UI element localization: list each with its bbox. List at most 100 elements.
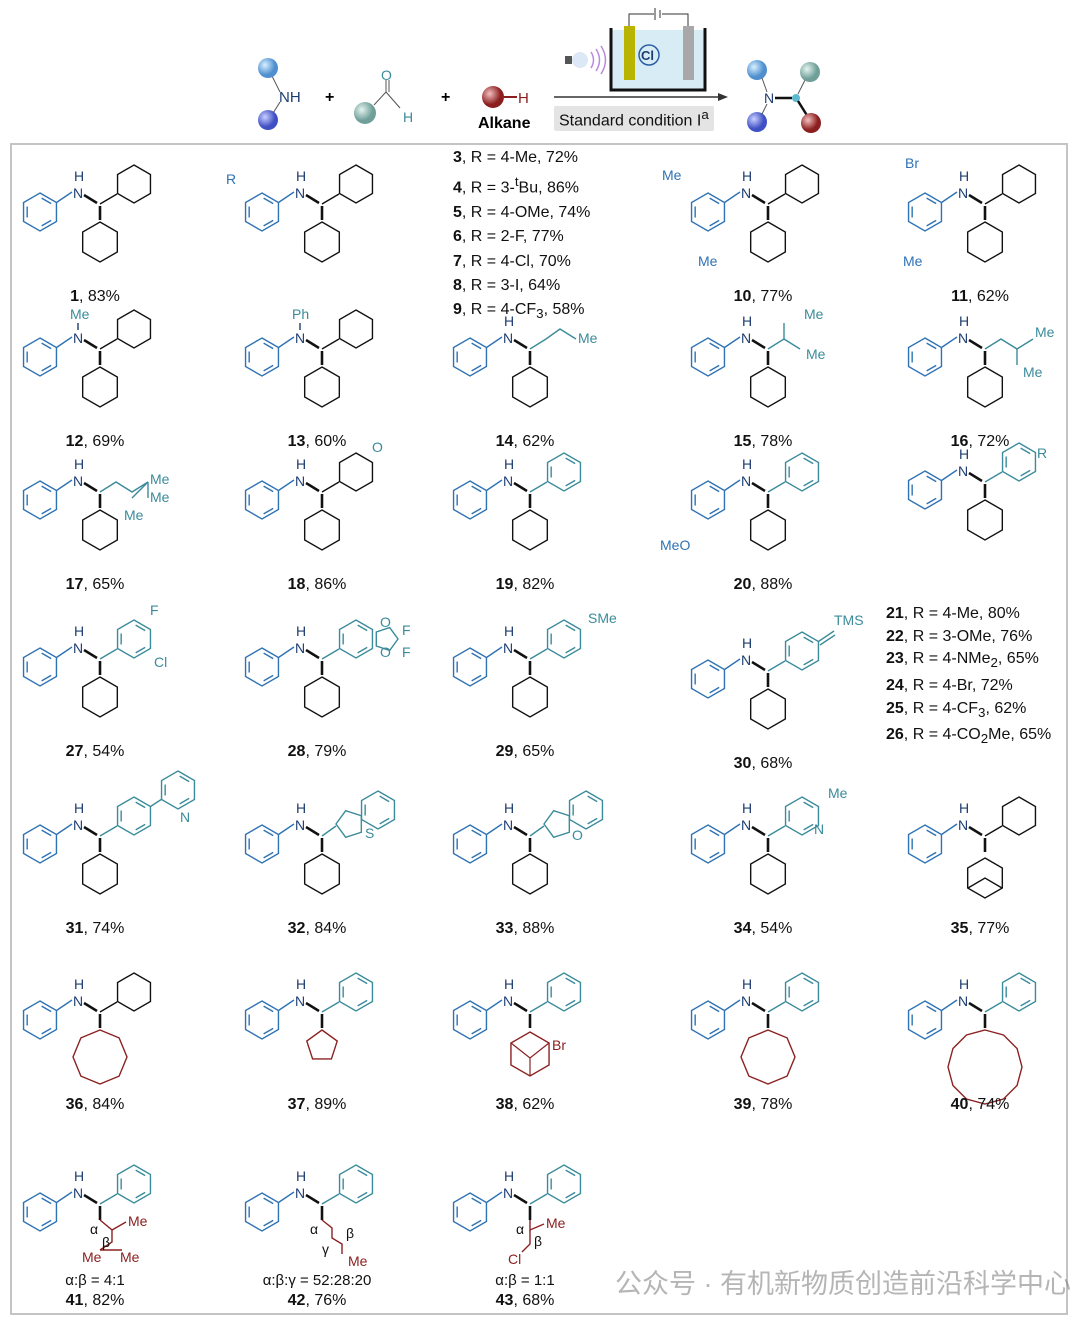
phenyl-ring-double-bond [41, 829, 52, 837]
phenyl-ring [22, 480, 58, 520]
hydrogen-atom: H [742, 800, 752, 816]
hydrogen-atom: H [742, 456, 752, 472]
phenyl-ring-double-bond [926, 475, 937, 483]
aryl-ring-double-bond [357, 624, 368, 632]
hydrogen-atom: H [959, 168, 969, 184]
nitrogen-atom: N [73, 817, 83, 833]
compound-number: 19 [495, 576, 514, 593]
compound-number: 35 [950, 920, 969, 937]
pyridine-ring-double-bond [179, 797, 190, 805]
substituent-label: MeO [660, 537, 690, 553]
phenyl-ring-double-bond [926, 851, 937, 859]
phenyl-ring-double-bond [471, 1197, 482, 1205]
watermark: 公众号 · 有机新物质创造前沿科学中心 [615, 1269, 1071, 1299]
compound-caption: 15, 78% [678, 433, 848, 451]
bond [321, 193, 340, 205]
wedge-bond [83, 1001, 98, 1013]
phenyl-ring-double-bond [926, 342, 937, 350]
bond [321, 338, 340, 350]
alkane-reagent: H [482, 86, 529, 108]
compound-caption: 13, 60% [232, 433, 402, 451]
phenyl-ring-double-bond [471, 851, 482, 859]
compound-caption: 32, 84% [232, 920, 402, 938]
wedge-bond [513, 1001, 528, 1013]
compound-text: , R = 4-Me, 72% [461, 149, 578, 166]
yield: , 65% [513, 743, 555, 760]
hydrogen-atom: H [74, 976, 84, 992]
aryl-ring-double-bond [357, 1191, 368, 1199]
hydrogen-atom: H [959, 313, 969, 329]
phenyl-ring-double-bond [41, 342, 52, 350]
benzo-ring [568, 790, 604, 830]
phenyl-ring-double-bond [471, 485, 482, 493]
amine-reagent: NH [258, 58, 301, 130]
substituent-label: N [814, 821, 824, 837]
heteroaryl-ring [543, 809, 571, 839]
phenyl-ring [452, 824, 488, 864]
nitrogen-atom: N [295, 1185, 305, 1201]
bond [99, 648, 118, 660]
phenyl-ring [907, 470, 943, 510]
bond [767, 825, 786, 837]
chloride-label: Cl [641, 48, 654, 63]
aryl-ring-double-bond [135, 646, 146, 654]
cycloalkane-ring [303, 676, 341, 718]
subscript: 3 [536, 306, 544, 322]
substituent-label: F [402, 622, 411, 638]
phenyl-ring-double-bond [41, 364, 52, 372]
bond [150, 798, 163, 808]
compound-list-item: 4, R = 3-tBu, 86% [453, 170, 590, 201]
cage-bond [510, 1042, 550, 1059]
plus-sign: + [325, 89, 334, 106]
nitrogen-atom: N [741, 817, 751, 833]
phenyl-ring-double-bond [41, 674, 52, 682]
bond [99, 1001, 118, 1013]
nitrogen-atom: N [958, 817, 968, 833]
cycloalkyl-ring [116, 972, 152, 1012]
phenyl-ring [690, 1000, 726, 1040]
compound-number: 14 [495, 433, 514, 450]
phenyl-ring [907, 824, 943, 864]
substituent-label: Cl [508, 1251, 521, 1267]
nitrogen-atom: N [73, 473, 83, 489]
phenyl-ring-double-bond [263, 1027, 274, 1035]
bond [941, 823, 958, 836]
bond [99, 193, 118, 205]
compound-list-item: 26, R = 4-CO2Me, 65% [886, 724, 1051, 751]
aryl-ring [116, 1164, 152, 1204]
phenyl-ring-double-bond [926, 197, 937, 205]
wedge-bond [751, 193, 766, 205]
yield: , 77% [751, 288, 793, 305]
aryl-ring-double-bond [1020, 977, 1031, 985]
yield: , 68% [751, 755, 793, 772]
wedge-bond [513, 338, 528, 350]
cycloalkane-ring [303, 221, 341, 263]
wedge-bond [83, 338, 98, 350]
bond [321, 825, 337, 837]
compound-number: 23 [886, 650, 904, 668]
aryl-ring-double-bond [565, 1191, 576, 1199]
phenyl-ring [452, 647, 488, 687]
compound-number: 18 [287, 576, 306, 593]
yield: , 89% [305, 1096, 347, 1113]
phenyl-ring [244, 647, 280, 687]
benzo-ring-double-bond [379, 795, 390, 803]
nitrogen-atom: N [73, 993, 83, 1009]
cycloalkane-ring [81, 676, 119, 718]
aryl-ring-double-bond [803, 977, 814, 985]
phenyl-ring [244, 1000, 280, 1040]
compound-text: , R = 3-I, 64% [461, 276, 561, 294]
yield: , 78% [751, 433, 793, 450]
nitrogen-atom: N [958, 463, 968, 479]
nitrogen-atom: N [958, 185, 968, 201]
nitrogen-atom: N [741, 185, 751, 201]
